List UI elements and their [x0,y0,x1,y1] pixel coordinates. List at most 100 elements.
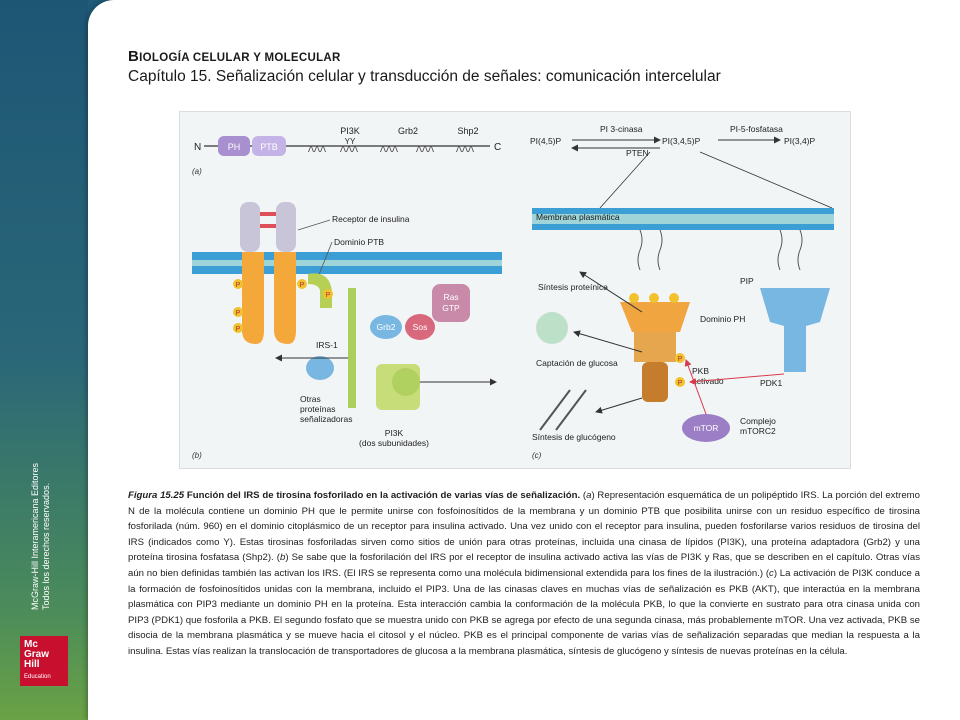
pkb-label: PKB [692,366,709,376]
logo-line-3: Hill [24,659,40,670]
caption-body-2: ) Se sabe que la fosforilación del IRS p… [128,552,920,579]
phospho-1-label: P [236,282,241,289]
pten-label: PTEN [626,148,649,158]
glycogen-synth-label: Síntesis de glucógeno [532,432,616,442]
pip3-label: PIP [740,276,754,286]
panel-b: P P P P Receptor de insulina Dominio PTB… [192,202,502,460]
phospho-pkb-5-label: P [678,380,683,387]
lipid-tail-2 [657,229,663,271]
glucose-uptake-arrow [573,330,643,353]
panel-c-tag: (c) [532,451,542,460]
glucose-transporter-vesicle [536,312,568,344]
ptb-leader [317,241,333,278]
mtor-arrow [684,359,707,415]
pdk1-shape [760,288,830,372]
receptor-alpha-left [240,202,260,252]
glycogen-chains [539,389,587,431]
membrane-base-b [192,266,502,274]
phospho-2 [233,307,243,317]
copyright-credit: McGraw-Hill Interamericana Editores Todo… [30,410,60,610]
other-proteins-shape [306,356,334,380]
complex-label: Complejo [740,416,776,426]
tyrosine-sites-3: ΛΛΛ [380,144,398,154]
ptb-domain-label-b: Dominio PTB [334,237,384,247]
phospho-pkb-5 [675,377,685,387]
ptb-domain-label: PTB [260,142,278,152]
ras-label: Ras [443,292,458,302]
pi3k-subunits-label: (dos subunidades) [359,438,429,448]
shp2-site-label: Shp2 [457,126,478,136]
phospho-pkb-4-label: P [678,356,683,363]
mtor-label: mTOR [694,423,719,433]
phospho-4-label: P [300,282,305,289]
lipid-tail-4 [797,229,803,271]
pi3k-site-label: PI3K [340,126,360,136]
logo-line-1: Mc [24,639,38,650]
other-proteins-line1: Otras [300,394,321,404]
zoom-line-left [599,151,651,209]
protein-synth-label: Síntesis proteínica [538,282,608,292]
tyrosine-sites-4: ΛΛΛ [416,144,434,154]
ph-domain-label: PH [228,142,241,152]
pi3k-subunit [392,368,420,396]
logo-line-2: Graw [24,649,50,660]
credit-rights: Todos los derechos reservados. [41,482,51,610]
disulfide-bond-1 [260,212,276,216]
publisher-logo: Mc Graw Hill Education [20,636,68,686]
book-title-part-2: molecular [264,52,341,64]
irs1-ptb-bound [308,273,332,308]
membrane-outer-b [192,252,502,260]
receptor-alpha-right [276,202,296,252]
phospho-pkb-3 [669,293,679,303]
caption-letter-c: c [769,567,774,579]
ph-domain-label-c: Dominio PH [700,314,745,324]
phospho-irs-1-label: P [326,292,331,299]
figure-caption-title: Función del IRS de tirosina fosforilado … [184,490,581,501]
pi5phosphatase-label: PI-5-fosfatasa [730,124,783,134]
membrane-label-c: Membrana plasmática [536,212,620,222]
caption-body-1: ) Representación esquemática de un polip… [128,490,920,564]
credit-publisher: McGraw-Hill Interamericana Editores [30,462,40,610]
figure-15-25: N PH PTB PI3K YY Grb2 Shp2 ΛΛΛ ΛΛΛ ΛΛΛ Λ… [179,111,851,469]
membrane-outer-c [532,208,834,214]
phospho-2-label: P [236,310,241,317]
irs1-backbone [348,288,356,408]
book-title: Biología celular y molecular [128,48,341,65]
pi45p2-label: PI(4,5)P [530,136,562,146]
book-title-initial: B [128,48,140,65]
sos-label: Sos [413,322,428,332]
phospho-pkb-2 [649,293,659,303]
tyrosine-sites-2: ΛΛΛ [340,144,358,154]
grb2-label-b: Grb2 [377,322,396,332]
protein-synth-arrow [579,271,643,313]
sidebar: McGraw-Hill Interamericana Editores Todo… [0,0,88,720]
phospho-4 [297,279,307,289]
irs1-label: IRS-1 [316,340,338,350]
membrane-inner-b [192,260,502,266]
pi3k-yy: YY [345,137,356,146]
lipid-tail-3 [777,229,783,271]
n-terminus-label: N [194,142,201,153]
phospho-pkb-4 [675,353,685,363]
zoom-line-right [699,151,833,209]
caption-letter-b: b [280,552,286,564]
phospho-irs-1 [323,289,333,299]
caption-a-open: ( [580,490,587,501]
phospho-pkb-1 [629,293,639,303]
pi3kinase-label: PI 3-cinasa [600,124,643,134]
pkb-kinase-domain [642,362,668,402]
ptb-domain-box [252,136,286,156]
receptor-label: Receptor de insulina [332,214,410,224]
disulfide-bond-2 [260,224,276,228]
tyrosine-sites-5: ΛΛΛ [456,144,474,154]
membrane-base-c [532,224,834,230]
pkb-activated-label: activado [692,376,724,386]
pdk1-label: PDK1 [760,378,782,388]
figure-illustration: N PH PTB PI3K YY Grb2 Shp2 ΛΛΛ ΛΛΛ ΛΛΛ Λ… [192,124,834,460]
phospho-1 [233,279,243,289]
logo-line-4: Education [24,674,51,680]
receptor-beta-left [242,252,264,344]
receptor-beta-right [274,252,296,344]
ras-gtp-shape [432,284,470,322]
membrane-mid-c [532,214,834,224]
